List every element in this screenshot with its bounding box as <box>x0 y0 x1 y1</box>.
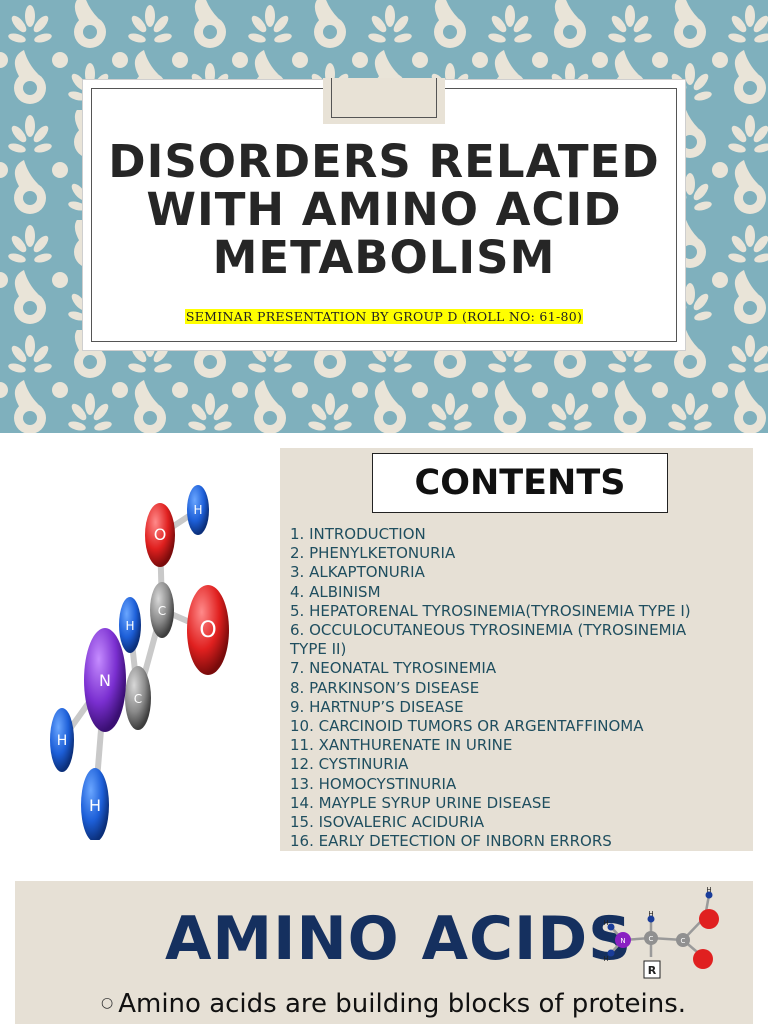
list-item: 3. ALKAPTONURIA <box>290 563 425 582</box>
label-o-right: O <box>199 618 216 643</box>
list-item: 9. HARTNUP’S DISEASE <box>290 697 464 716</box>
list-item: 13. HOMOCYSTINURIA <box>290 774 457 793</box>
amino-acids-heading: AMINO ACIDS <box>165 904 633 974</box>
contents-panel: CONTENTS 1. INTRODUCTION 2. PHENYLKETONU… <box>280 448 753 851</box>
label-h-top: H <box>193 503 202 517</box>
label-h4: H <box>603 955 608 963</box>
oxygen-atom-right <box>187 585 229 675</box>
label-n: N <box>99 671 111 690</box>
label-h-bottom: H <box>89 796 101 815</box>
contents-heading: CONTENTS <box>372 453 668 513</box>
label-r: R <box>648 964 657 977</box>
contents-slide: H O H C O C N H H CONTENTS 1. INTRODUCTI… <box>0 440 768 870</box>
hydrogen-atom-mid <box>119 597 141 653</box>
amine-nitrogen <box>615 932 631 948</box>
label-h3: H <box>603 919 608 927</box>
label-c1: C <box>649 935 654 943</box>
title-tab-decoration <box>323 78 445 124</box>
list-item: 2. PHENYLKETONURIA <box>290 544 456 563</box>
amino-acid-molecule-illustration: H O H C O C N H H <box>50 485 229 840</box>
amino-acids-slide: AMINO ACIDS H H H H N C C <box>15 881 753 1024</box>
label-h1: H <box>706 886 711 894</box>
hydrogen-atom-top <box>187 485 209 535</box>
bullet-circle-icon: ○ <box>101 995 114 1011</box>
label-h2: H <box>648 910 653 918</box>
title-card: DISORDERS RELATED WITH AMINO ACID METABO… <box>83 78 685 350</box>
amino-acid-structure-icon: H H H H N C C R <box>603 886 719 979</box>
hydrogen-atom-left <box>50 708 74 772</box>
list-item: 1. INTRODUCTION <box>290 525 426 543</box>
list-item: 10. CARCINOID TUMORS OR ARGENTAFFINOMA <box>290 717 644 736</box>
label-o-top: O <box>154 525 167 544</box>
alpha-carbon <box>644 931 658 945</box>
list-item: 14. MAYPLE SYRUP URINE DISEASE <box>290 793 551 812</box>
slide-title: DISORDERS RELATED WITH AMINO ACID METABO… <box>93 138 675 282</box>
bullet-point: ○Amino acids are building blocks of prot… <box>101 983 686 1024</box>
nitrogen-atom <box>84 628 126 732</box>
list-item: 16. EARLY DETECTION OF INBORN ERRORS <box>290 832 612 851</box>
list-item: 15. ISOVALERIC ACIDURIA <box>290 813 485 832</box>
list-item: 5. HEPATORENAL TYROSINEMIA(TYROSINEMIA T… <box>290 601 691 620</box>
list-item: 6. OCCULOCUTANEOUS TYROSINEMIA (TYROSINE… <box>290 621 687 659</box>
carboxyl-oxygen-top <box>699 909 719 929</box>
slide-subtitle: SEMINAR PRESENTATION BY GROUP D (ROLL NO… <box>83 309 685 324</box>
title-slide: DISORDERS RELATED WITH AMINO ACID METABO… <box>0 0 768 433</box>
title-line-2: WITH AMINO ACID <box>146 183 622 236</box>
label-c2: C <box>681 937 686 945</box>
r-group-box <box>643 960 661 979</box>
label-c-top: C <box>158 604 166 618</box>
list-item: 8. PARKINSON’S DISEASE <box>290 678 480 697</box>
label-n: N <box>620 937 625 945</box>
title-line-3: METABOLISM <box>212 231 556 284</box>
bullet-text: Amino acids are building blocks of prote… <box>118 989 687 1019</box>
list-item: 11. XANTHURENATE IN URINE <box>290 736 513 755</box>
carboxyl-carbon <box>676 933 690 947</box>
list-item: 12. CYSTINURIA <box>290 755 409 774</box>
hydrogen-atom-bottom <box>81 768 109 840</box>
label-h-mid: H <box>125 619 134 633</box>
subtitle-highlighted-text: SEMINAR PRESENTATION BY GROUP D (ROLL NO… <box>184 309 584 324</box>
label-h-left: H <box>57 733 68 749</box>
carbon-atom-mid <box>125 666 151 730</box>
list-item: 7. NEONATAL TYROSINEMIA <box>290 659 497 678</box>
list-item: 4. ALBINISM <box>290 582 381 601</box>
oxygen-atom-top <box>145 503 175 567</box>
carboxyl-oxygen-bottom <box>693 949 713 969</box>
contents-list: 1. INTRODUCTION 2. PHENYLKETONURIA 3. AL… <box>290 525 725 851</box>
carbon-atom-top <box>150 582 174 638</box>
title-line-1: DISORDERS RELATED <box>108 135 660 188</box>
label-c-mid: C <box>134 692 142 706</box>
